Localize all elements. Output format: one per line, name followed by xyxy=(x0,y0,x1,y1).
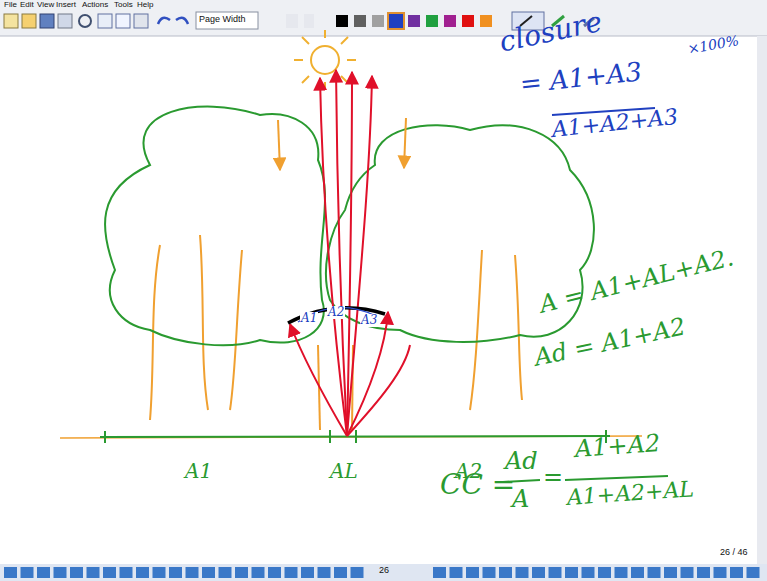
page-thumb xyxy=(582,567,595,578)
sun xyxy=(294,30,356,90)
page-thumb xyxy=(252,567,265,578)
page-thumb xyxy=(169,567,182,578)
page-thumb xyxy=(450,567,463,578)
area-label: AL xyxy=(330,460,358,482)
page-thumb xyxy=(697,567,710,578)
formula: Ad = A1+A2 xyxy=(532,313,688,371)
page-thumb xyxy=(21,567,34,578)
page-thumb xyxy=(87,567,100,578)
page-thumb xyxy=(433,567,446,578)
page-thumb xyxy=(466,567,479,578)
menu-item: File xyxy=(4,1,17,10)
menu-item: Insert xyxy=(56,1,76,10)
page-number: 26 / 46 xyxy=(720,548,748,558)
area-label: A2 xyxy=(327,306,345,319)
page-thumb xyxy=(714,567,727,578)
page-thumb xyxy=(153,567,166,578)
zoom-dropdown: Page Width xyxy=(199,15,246,25)
page-thumb xyxy=(681,567,694,578)
page-thumb xyxy=(483,567,496,578)
page-thumb xyxy=(631,567,644,578)
scrollbar xyxy=(757,36,767,564)
page-thumb xyxy=(598,567,611,578)
page-bar xyxy=(0,564,767,581)
left-canopy xyxy=(105,107,325,346)
page-thumb xyxy=(285,567,298,578)
formula: Ad xyxy=(505,448,538,474)
page-thumb xyxy=(615,567,628,578)
page-thumb xyxy=(120,567,133,578)
page-thumb xyxy=(70,567,83,578)
formula: A1+A2 xyxy=(574,430,661,462)
page-thumb xyxy=(565,567,578,578)
toolbar xyxy=(0,0,767,36)
page-thumb xyxy=(37,567,50,578)
page-thumb xyxy=(334,567,347,578)
page-thumb xyxy=(549,567,562,578)
page-thumb xyxy=(235,567,248,578)
menu-item: Tools xyxy=(114,1,133,10)
area-label: A3 xyxy=(360,314,378,327)
page-thumb xyxy=(4,567,17,578)
incoming-light xyxy=(278,118,406,170)
formula: A1+A2+AL xyxy=(566,477,695,510)
menu-item: Edit xyxy=(20,1,34,10)
page-thumb xyxy=(532,567,545,578)
page-thumb xyxy=(499,567,512,578)
formula: = A1+A3 xyxy=(519,57,644,98)
page-thumb xyxy=(516,567,529,578)
page-thumb xyxy=(351,567,364,578)
page-thumb xyxy=(202,567,215,578)
page-thumb xyxy=(186,567,199,578)
view-lines xyxy=(290,70,410,436)
page-thumb xyxy=(103,567,116,578)
formula: A = A1+AL+A2. xyxy=(537,244,737,318)
formula: A xyxy=(512,486,529,512)
area-label: A1 xyxy=(185,460,212,482)
page-number: 26 xyxy=(379,566,389,576)
menu-item: View xyxy=(37,1,54,10)
area-label: A1 xyxy=(300,312,318,325)
page-thumb xyxy=(54,567,67,578)
page-thumb xyxy=(219,567,232,578)
page-thumb xyxy=(730,567,743,578)
formula: CC = xyxy=(440,470,515,501)
page-thumb xyxy=(136,567,149,578)
formula: ×100% xyxy=(687,33,741,57)
page-thumb xyxy=(664,567,677,578)
page-thumb xyxy=(301,567,314,578)
page-thumb xyxy=(268,567,281,578)
formula: A1+A2+A3 xyxy=(551,105,679,142)
formula: = xyxy=(543,464,563,490)
page-thumb xyxy=(318,567,331,578)
page-thumb xyxy=(648,567,661,578)
page-thumb xyxy=(747,567,760,578)
menu-item: Actions xyxy=(82,1,108,10)
menu-item: Help xyxy=(137,1,153,10)
